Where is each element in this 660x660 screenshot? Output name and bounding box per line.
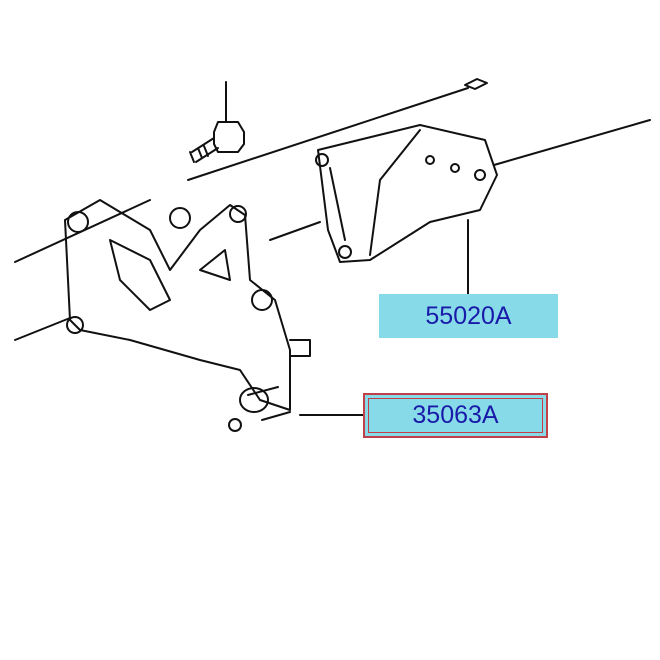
bracket-plate bbox=[315, 124, 498, 295]
bolt bbox=[189, 81, 245, 163]
part-number: 35063A bbox=[412, 401, 499, 429]
footpeg-bracket bbox=[64, 199, 364, 432]
part-number: 55020A bbox=[425, 301, 512, 330]
callout-55020A[interactable]: 55020A bbox=[379, 294, 558, 338]
callout-35063A-highlighted[interactable]: 35063A bbox=[363, 393, 548, 438]
